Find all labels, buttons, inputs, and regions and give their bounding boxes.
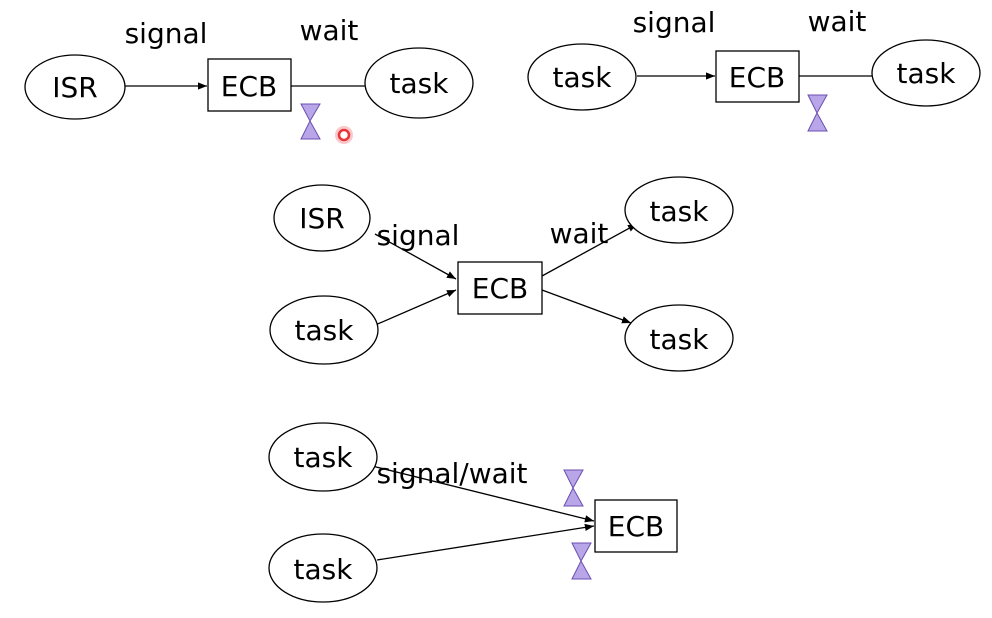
diagram-multi-signal-multi-wait: ISR task ECB task task signal wait (269, 176, 734, 372)
hourglass-icon (300, 103, 321, 140)
edge-task-ecb (372, 289, 457, 327)
edge-task-ecb-lower (376, 523, 595, 561)
diagram-task-to-task: task ECB task signal wait (527, 5, 981, 132)
edge-label-wait: wait (808, 5, 867, 38)
svg-text:ECB: ECB (221, 70, 277, 103)
edge-label-signal: signal (377, 219, 460, 252)
svg-text:task: task (553, 61, 613, 94)
diagram-isr-to-task: ISR ECB task signal wait (24, 14, 474, 144)
node-ecb: ECB (594, 499, 678, 553)
svg-text:task: task (650, 195, 710, 228)
node-task: task (268, 422, 378, 492)
edge-label-signal-wait: signal/wait (376, 457, 527, 490)
hourglass-icon (807, 94, 828, 132)
svg-text:task: task (390, 67, 450, 100)
svg-text:task: task (294, 441, 354, 474)
edge-ecb-task-upper (541, 223, 638, 277)
edge-task-ecb-upper (371, 465, 595, 523)
node-task: task (871, 39, 981, 107)
edge-label-signal: signal (125, 17, 208, 50)
node-task: task (269, 295, 379, 365)
edge-isr-ecb (374, 233, 457, 280)
edge-label-signal: signal (633, 6, 716, 39)
node-isr: ISR (24, 54, 126, 120)
node-task: task (527, 43, 637, 111)
edge-ecb-task-lower (541, 289, 632, 324)
diagram-bidirectional: task task ECB signal/wait (268, 422, 678, 603)
node-task: task (624, 176, 734, 244)
node-ecb: ECB (207, 58, 292, 112)
node-task: task (624, 304, 734, 372)
node-ecb: ECB (457, 261, 543, 315)
svg-text:ISR: ISR (299, 202, 345, 235)
svg-text:ECB: ECB (472, 272, 528, 305)
svg-text:ISR: ISR (52, 71, 98, 104)
svg-text:task: task (294, 553, 354, 586)
edge-label-wait: wait (300, 14, 359, 47)
node-task: task (364, 47, 474, 119)
svg-text:ECB: ECB (608, 510, 664, 543)
hourglass-icon (563, 469, 584, 507)
pointer-cursor-icon (335, 126, 353, 144)
edge-label-wait: wait (550, 217, 609, 250)
node-task: task (268, 533, 378, 603)
node-ecb: ECB (715, 50, 800, 103)
svg-text:task: task (897, 57, 957, 90)
svg-text:ECB: ECB (729, 61, 785, 94)
svg-text:task: task (650, 323, 710, 356)
hourglass-icon (571, 542, 592, 580)
node-isr: ISR (273, 184, 371, 252)
svg-text:task: task (295, 314, 355, 347)
